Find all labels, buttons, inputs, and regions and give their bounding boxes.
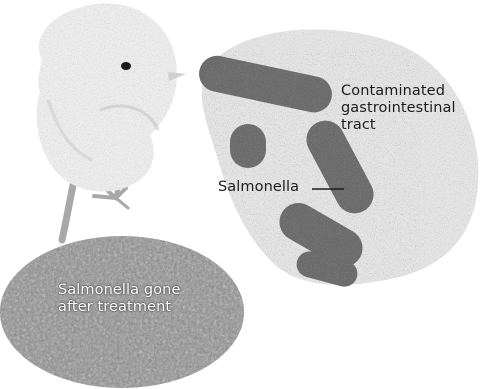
chick-beak-icon bbox=[168, 72, 186, 81]
label-line: Salmonella gone bbox=[58, 282, 180, 299]
chick bbox=[20, 0, 190, 200]
salmonella-label: Salmonella bbox=[218, 179, 299, 196]
label-line: Contaminated bbox=[341, 83, 456, 100]
label-line: gastrointestinal bbox=[341, 100, 456, 117]
label-line: tract bbox=[341, 117, 456, 134]
label-line: after treatment bbox=[58, 299, 180, 316]
salmonella-gone-label: Salmonella gone after treatment bbox=[58, 282, 180, 316]
chick-eye-icon bbox=[121, 62, 131, 70]
contaminated-tract-label: Contaminated gastrointestinal tract bbox=[341, 83, 456, 134]
